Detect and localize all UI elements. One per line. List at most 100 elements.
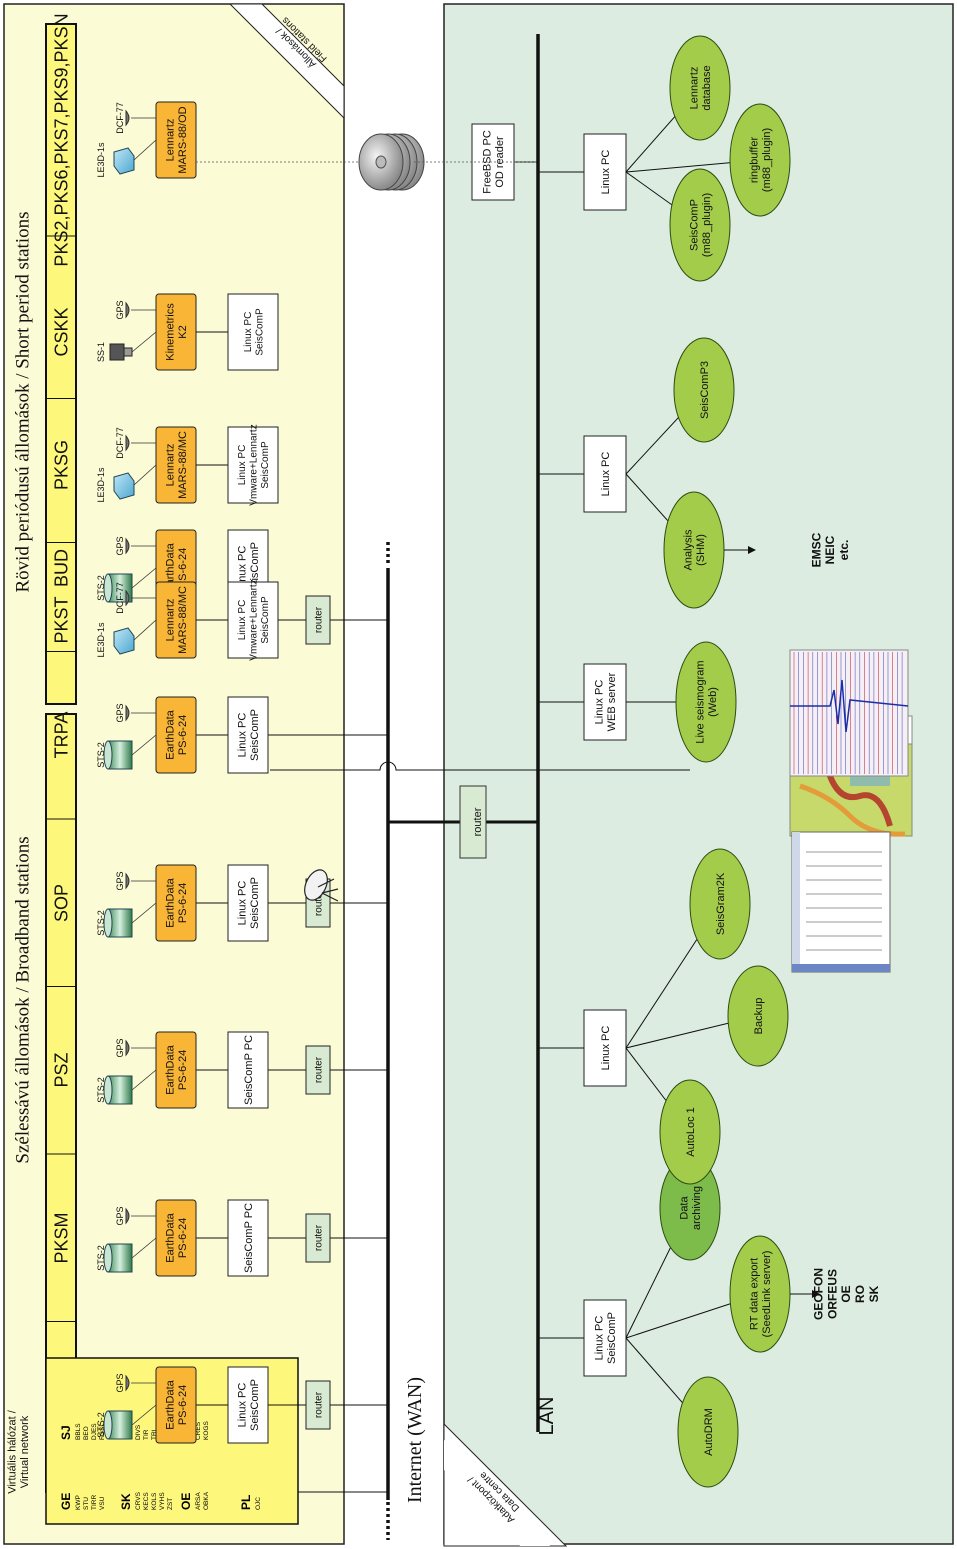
pc-label: Linux PCSeisComP (237, 542, 262, 594)
datacentre-corner-banner-inner (444, 1440, 550, 1546)
clock-label: GPS (115, 300, 125, 319)
shortperiod-banner-frame (45, 23, 77, 705)
host-linux-pc-3 (583, 435, 627, 513)
host-label: Linux PC (600, 150, 612, 195)
gps-antenna-icon (125, 704, 156, 722)
host-label: Linux PCSeisComP (594, 1312, 619, 1364)
vn-stations-ge: STU (83, 1497, 90, 1510)
vn-stations-ge: TIRR (91, 1495, 98, 1510)
digitizer-label: EarthDataPS-6-24 (165, 1044, 190, 1094)
pc-behe (227, 1366, 269, 1444)
main-router-label: router (472, 807, 484, 836)
process-live-seismogram-label: Live seismogram(Web) (695, 660, 720, 743)
process-lennartz-db (669, 35, 731, 141)
vn-stations-sk: KOLS (151, 1492, 158, 1510)
digitizer-label: EarthDataPS-6-24 (165, 1379, 190, 1429)
le3d-sensor-icon (113, 619, 157, 655)
pc-label: Linux PCVmware+LennartzSeisComP (237, 579, 271, 660)
vn-stations-pl: OJC (255, 1497, 262, 1510)
dcf77-antenna-icon (125, 589, 156, 607)
datacentre-corner-banner (443, 1422, 568, 1547)
process-analysis-label: Analysis(SHM) (683, 529, 708, 570)
vn-stations-ge: VSU (99, 1496, 106, 1510)
vn-code-pl: PL (239, 1495, 253, 1510)
digitizer-label: LennartzMARS-88/MC (165, 586, 190, 654)
gps-antenna-icon (125, 537, 156, 555)
process-data-archiving-label: Dataarchiving (679, 1186, 704, 1230)
process-seisgram2k-label: SeisGram2K (715, 872, 727, 935)
router-label: router (314, 606, 325, 633)
sensor-label: STS-2 (96, 742, 106, 768)
virtual-network-title: Virtuális hálózat /Virtual network (7, 1409, 32, 1494)
station-name-psz: PSZ (51, 1052, 71, 1087)
pc-label: Linux PCVmware+LennartzSeisComP (237, 424, 271, 505)
router-label: router (314, 1224, 325, 1251)
arrow-head-icon (748, 546, 756, 554)
vn-stations-mn: TRI (151, 1429, 158, 1440)
gps-label: GPS (115, 871, 125, 890)
gps-antenna-icon (125, 1207, 156, 1225)
bud-direct-link (270, 761, 690, 771)
router-label: router (314, 1391, 325, 1418)
vn-stations-ge: KWP (75, 1495, 82, 1510)
pc-label: SeisComP PC (243, 1203, 255, 1273)
sts2-sensor-icon (103, 1404, 157, 1440)
live-seismogram-screenshot (789, 649, 909, 777)
arrow-head-icon (812, 1290, 820, 1298)
host-label: Linux PC (600, 452, 612, 497)
process-ringbuffer-label: ringbuffer(m88_plugin) (749, 128, 774, 192)
vn-stations-sj: BBLS (75, 1423, 82, 1440)
station-name-cskk: CSKK (51, 307, 71, 356)
pc-label: Linux PCSeisComP (243, 308, 266, 356)
station-name-trpa: TRPA (51, 712, 71, 759)
pc-pkst (227, 581, 279, 659)
station-name-bud: BUD (51, 549, 71, 587)
pc-label: SeisComP PC (243, 1035, 255, 1105)
station-name-pksm: PKSM (51, 1212, 71, 1263)
process-ringbuffer (729, 103, 791, 217)
vn-stations-sj: BEO (83, 1426, 90, 1440)
sts2-sensor-icon (103, 1237, 157, 1273)
sts2-sensor-icon (103, 902, 157, 938)
vn-stations-oe: ARSA (195, 1492, 202, 1510)
gps-antenna-icon (125, 1374, 156, 1392)
process-autoloc (659, 1079, 721, 1185)
station-name-pkst: PKST (51, 596, 71, 643)
sensor-label: LE3D-1s (96, 622, 106, 658)
sts2-sensor-icon (103, 734, 157, 770)
pc-cskk (227, 293, 279, 371)
vn-code-ge: GE (59, 1493, 73, 1510)
sensor-label: STS-2 (96, 1412, 106, 1438)
broadband-title: Szélessávú állomások / Broadband station… (13, 836, 34, 1163)
field-corner-banner (228, 3, 345, 120)
satellite-dish-icon (304, 869, 339, 902)
process-rt-export-label: RT data export(SeedLink server) (749, 1251, 774, 1338)
process-seiscomp-m88-label: SeisComP(m88_plugin) (689, 193, 714, 257)
digitizer-label: LennartzMARS-88/OD (165, 106, 190, 173)
gps-label: GPS (115, 1373, 125, 1392)
sensor-label: STS-2 (96, 1077, 106, 1103)
clock-label: DCF-77 (115, 427, 125, 459)
process-seiscomp3 (673, 337, 735, 443)
process-seiscomp3-label: SeisComP3 (699, 361, 711, 419)
gps-label: GPS (115, 703, 125, 722)
host-label: Linux PC (600, 1026, 612, 1071)
pc-pksm (227, 1199, 269, 1277)
gps-antenna-icon (125, 872, 156, 890)
gps-label: GPS (115, 1206, 125, 1225)
digitizer-label: EarthDataPS-6-24 (165, 542, 190, 592)
process-backup-label: Backup (753, 998, 765, 1035)
sensor-label: STS-2 (96, 575, 106, 601)
station-name-pksg: PKSG (51, 440, 71, 490)
digitizer-label: KinemetricsK2 (165, 303, 190, 361)
pc-psz (227, 1031, 269, 1109)
vn-stations-sk: KECS (143, 1492, 150, 1510)
le3d-sensor-icon (113, 464, 157, 500)
pc-trpa (227, 696, 269, 774)
vn-stations-sk: VYHS (159, 1492, 166, 1510)
vn-code-oe: OE (179, 1493, 193, 1510)
vn-stations-mn: TIR (143, 1429, 150, 1440)
sensor-label: LE3D-1s (96, 467, 106, 503)
digitizer-label: LennartzMARS-88/MC (165, 431, 190, 499)
